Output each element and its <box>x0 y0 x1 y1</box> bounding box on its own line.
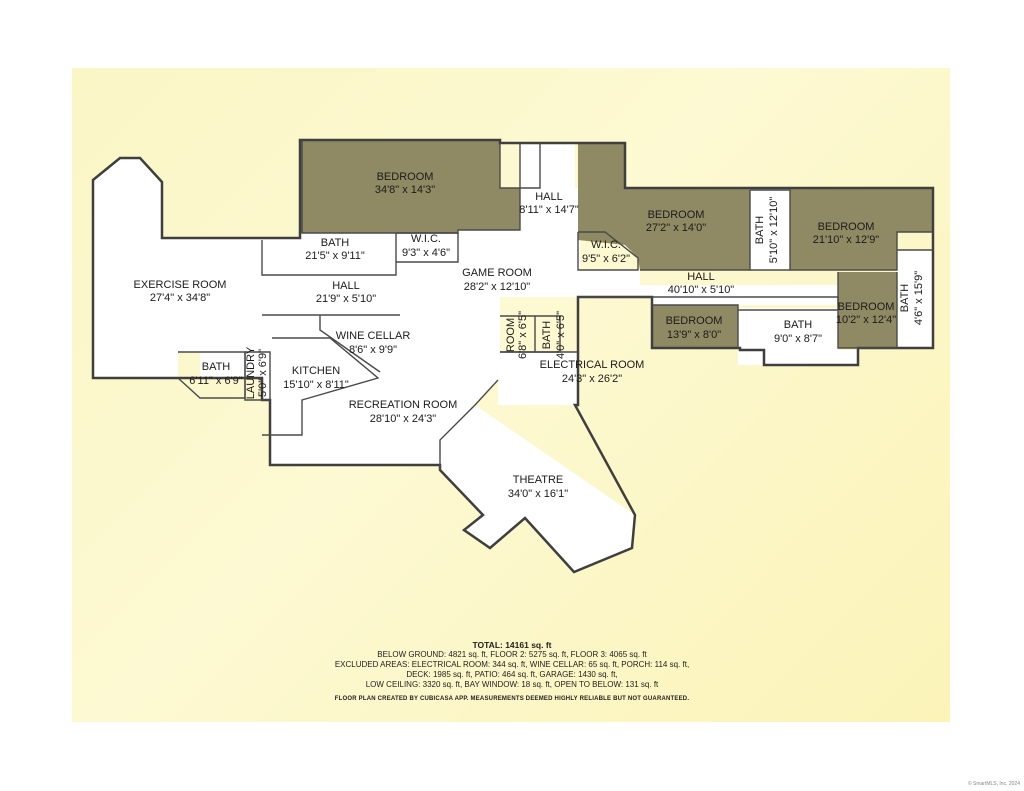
disclaimer: FLOOR PLAN CREATED BY CUBICASA APP. MEAS… <box>334 696 690 702</box>
game-room-size: 28'2" x 12'10" <box>464 281 531 293</box>
bath-2-size: 21'5" x 9'11" <box>305 250 365 262</box>
room-labels: BEDROOM 34'8" x 14'3" HALL 8'11" x 14'7"… <box>134 171 925 500</box>
area-line-1: BELOW GROUND: 4821 sq. ft, FLOOR 2: 5275… <box>377 650 647 659</box>
exercise-room-area <box>93 158 262 378</box>
kitchen-wall <box>262 337 380 436</box>
shaded-rooms <box>300 140 933 348</box>
bath-mid-area <box>750 190 790 270</box>
bedroom-4-size: 10'2" x 12'4" <box>836 314 896 326</box>
outer-wall <box>91 138 935 574</box>
bedroom-1-label: BEDROOM <box>377 171 434 183</box>
hall-2-size: 21'9" x 5'10" <box>316 293 376 305</box>
wic-1-size: 9'3" x 4'6" <box>402 247 450 259</box>
small-room-label: ROOM <box>505 318 517 352</box>
bath-6-size: 6'11" x 6'9" <box>189 375 242 387</box>
wic-2-label: W.I.C. <box>591 239 621 251</box>
bath-1-size: 5'10" x 12'10" <box>768 197 780 264</box>
bath-5-size: 4'0" x 6'5" <box>555 311 567 359</box>
bath-6-wall <box>177 351 246 399</box>
theatre-wall <box>439 379 499 470</box>
bedroom-1-fill <box>300 140 520 233</box>
bath-1-label: BATH <box>754 216 766 245</box>
wine-cellar-size: 8'6" x 9'9" <box>349 344 397 356</box>
laundry-label: LAUNDRY <box>245 346 257 399</box>
bedroom-5-fill <box>652 305 738 348</box>
theatre-label: THEATRE <box>513 474 564 486</box>
area-line-4: LOW CEILING: 3320 sq. ft, BAY WINDOW: 18… <box>365 680 659 689</box>
bath-2-label: BATH <box>321 237 350 249</box>
wic-1-label: W.I.C. <box>411 233 441 245</box>
bedroom-2-label: BEDROOM <box>648 209 705 221</box>
bedroom-2-fill <box>578 143 750 270</box>
bedroom-2-size: 27'2" x 14'0" <box>646 222 706 234</box>
bedroom-1-size: 34'8" x 14'3" <box>375 184 435 196</box>
theatre-size: 34'0" x 16'1" <box>508 488 568 500</box>
bath-5-label: BATH <box>541 321 553 350</box>
hall-2-label: HALL <box>332 280 360 292</box>
wic-2-wall <box>577 231 639 271</box>
recreation-room-size: 28'10" x 24'3" <box>370 413 437 425</box>
recreation-room-label: RECREATION ROOM <box>349 399 458 411</box>
bedroom-3-fill <box>790 188 933 270</box>
game-room-label: GAME ROOM <box>462 267 532 279</box>
bedroom-5-label: BEDROOM <box>666 315 723 327</box>
bedroom-5-size: 13'9" x 8'0" <box>667 329 721 341</box>
electrical-room-label: ELECTRICAL ROOM <box>540 359 645 371</box>
hall-3-size: 40'10" x 5'10" <box>668 284 735 296</box>
bath-4-label: BATH <box>784 319 813 331</box>
area-line-2: EXCLUDED AREAS: ELECTRICAL ROOM: 344 sq.… <box>334 660 690 669</box>
bedroom-4-fill <box>838 272 897 348</box>
exercise-room-label: EXERCISE ROOM <box>134 279 227 291</box>
hall-3-label: HALL <box>687 271 715 283</box>
bedroom-4-label: BEDROOM <box>838 301 895 313</box>
kitchen-label: KITCHEN <box>292 365 340 377</box>
area-summary: TOTAL: 14161 sq. ft BELOW GROUND: 4821 s… <box>0 640 1024 702</box>
copyright-note: © SmartMLS, Inc. 2024 <box>967 781 1020 787</box>
hall-1-label: HALL <box>535 191 563 203</box>
electrical-room-size: 24'3" x 26'2" <box>562 373 622 385</box>
small-room-size: 6'8" x 6'5" <box>517 311 529 359</box>
bath-3-size: 4'6" x 15'9" <box>913 271 925 325</box>
bedroom-3-size: 21'10" x 12'9" <box>813 234 880 246</box>
wine-cellar-label: WINE CELLAR <box>336 330 411 342</box>
bath-6-label: BATH <box>202 361 231 373</box>
hall-1-size: 8'11" x 14'7" <box>519 204 579 216</box>
wic-2-size: 9'5" x 6'2" <box>582 253 630 265</box>
kitchen-size: 15'10" x 8'11" <box>283 379 349 391</box>
wine-cellar-wall <box>319 315 381 373</box>
bedroom-1-wall <box>301 140 521 234</box>
lower-right-area <box>738 308 858 365</box>
area-line-3: DECK: 1985 sq. ft, PATIO: 464 sq. ft, GA… <box>406 670 618 679</box>
walls <box>91 138 935 574</box>
laundry-size: 5'0" x 6'9" <box>257 349 269 397</box>
bath-4-size: 9'0" x 8'7" <box>774 333 822 345</box>
hall-3-wall <box>580 296 839 305</box>
total-area: TOTAL: 14161 sq. ft <box>472 640 552 650</box>
bath-2-wall <box>261 233 397 276</box>
wic-1-wall <box>396 232 459 263</box>
exercise-room-size: 27'4" x 34'8" <box>150 292 210 304</box>
hall-1-wall <box>499 143 541 189</box>
bedroom-3-wall <box>790 231 933 271</box>
bath-1-wall <box>750 189 791 271</box>
bedroom-3-label: BEDROOM <box>818 221 875 233</box>
bath-3-label: BATH <box>899 284 911 313</box>
bath-right-area <box>897 250 933 348</box>
bedroom-5-wall <box>652 304 739 348</box>
